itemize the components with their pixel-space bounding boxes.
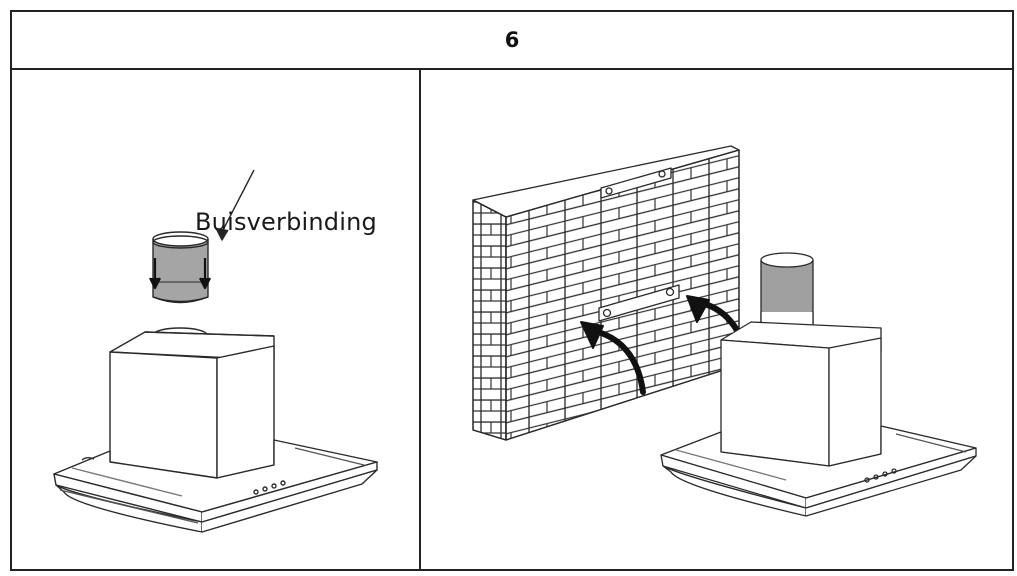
down-arrow-icon	[149, 258, 211, 290]
callout-pointer-icon	[215, 169, 255, 241]
left-panel: Buisverbinding	[12, 70, 421, 569]
range-hood-icon	[660, 252, 977, 517]
left-illustration	[53, 169, 378, 533]
pipe-connector-icon	[152, 231, 209, 304]
step-header: 6	[12, 12, 1012, 70]
right-illustration	[472, 145, 977, 517]
step-number: 6	[504, 28, 520, 52]
range-hood-icon	[53, 327, 378, 533]
instruction-table: 6	[10, 10, 1014, 571]
right-panel	[421, 70, 1012, 569]
pipe-connection-label: Buisverbinding	[195, 208, 377, 236]
brick-wall-icon	[472, 145, 740, 441]
